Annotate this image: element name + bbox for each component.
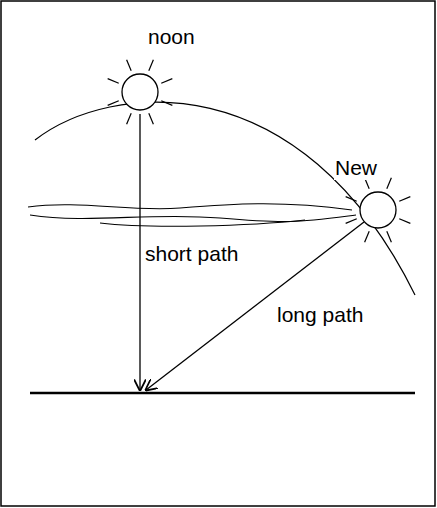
sun-ray (108, 101, 119, 106)
sun-ray (161, 79, 172, 84)
sun-ray (346, 197, 357, 202)
sun-ray (387, 178, 392, 189)
atmosphere-lines (28, 204, 356, 227)
sky-arc (35, 102, 415, 295)
sun-ray (399, 219, 410, 224)
short-path-arrow (139, 114, 140, 390)
new-sun (346, 178, 411, 243)
sun-disc (122, 74, 158, 110)
sun-ray (161, 101, 172, 106)
sun-disc (360, 192, 396, 228)
sun-ray (127, 60, 132, 71)
ground-line (30, 392, 415, 395)
sun-ray (399, 197, 410, 202)
sun-ray (108, 79, 119, 84)
sun-ray (149, 60, 154, 71)
sun-ray (387, 231, 392, 242)
sun-ray (149, 113, 154, 124)
time-label: New (334, 156, 378, 180)
noon-sun (108, 60, 173, 125)
sun-ray (127, 113, 132, 124)
sun-ray (346, 219, 357, 224)
path-label: long path (276, 303, 364, 327)
time-label: noon (147, 25, 196, 49)
sun-ray (365, 231, 370, 242)
path-label: short path (144, 242, 239, 266)
